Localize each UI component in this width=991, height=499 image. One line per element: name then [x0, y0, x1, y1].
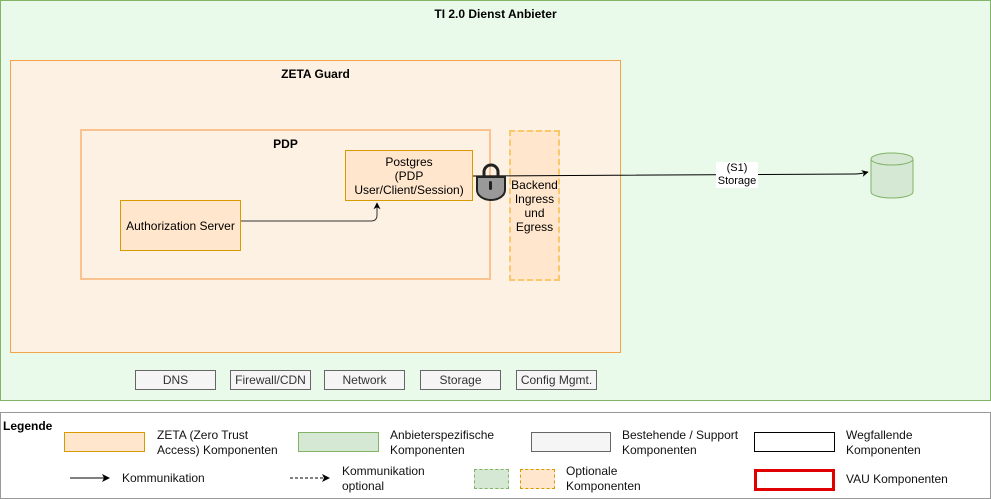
zeta-guard-title: ZETA Guard	[281, 67, 350, 81]
legend-text-vau: VAU Komponenten	[846, 472, 948, 486]
pdp-title: PDP	[273, 137, 298, 151]
padlock-icon	[476, 163, 506, 201]
postgres-label-3: User/Client/Session)	[354, 182, 464, 197]
authorization-server-node[interactable]: Authorization Server	[120, 200, 241, 251]
legend-arrow-dashed-icon	[290, 474, 330, 482]
backend-label-3: und	[524, 205, 545, 220]
legend-swatch-provider	[298, 432, 379, 452]
support-dns-label: DNS	[162, 373, 189, 387]
backend-label-1: Backend	[511, 177, 558, 192]
backend-ingress-egress-node[interactable]: Backend Ingress und Egress	[509, 130, 560, 281]
support-network[interactable]: Network	[324, 370, 405, 390]
legend-swatch-support	[531, 432, 611, 452]
postgres-node[interactable]: Postgres (PDP User/Client/Session)	[345, 150, 473, 201]
support-firewall-cdn[interactable]: Firewall/CDN	[230, 370, 311, 390]
postgres-label-2: (PDP	[394, 168, 424, 183]
provider-title: TI 2.0 Dienst Anbieter	[434, 7, 557, 21]
edge-label-line-1: (S1)	[726, 162, 748, 174]
backend-label-4: Egress	[515, 219, 554, 234]
legend-swatch-optional-orange	[520, 469, 555, 489]
edge-postgres-to-storage[interactable]	[472, 170, 869, 177]
legend-text-communication: Kommunikation	[122, 471, 205, 485]
legend-swatch-vau	[754, 469, 835, 491]
support-storage[interactable]: Storage	[420, 370, 501, 390]
legend-title: Legende	[3, 419, 53, 433]
authorization-server-label: Authorization Server	[126, 218, 235, 233]
support-firewall-cdn-label: Firewall/CDN	[235, 373, 306, 387]
edge-label-line-2: Storage	[717, 175, 757, 187]
support-config-mgmt[interactable]: Config Mgmt.	[516, 370, 597, 390]
support-dns[interactable]: DNS	[135, 370, 216, 390]
legend-swatch-zeta	[64, 432, 145, 452]
edge-auth-to-postgres[interactable]	[241, 202, 381, 222]
edge-label-storage: (S1) Storage	[716, 162, 758, 188]
database-cylinder-icon[interactable]	[870, 152, 914, 199]
legend-swatch-removed	[754, 432, 835, 452]
backend-label-2: Ingress	[514, 191, 555, 206]
legend-swatch-optional-green	[474, 469, 509, 489]
legend-arrow-solid-icon	[70, 474, 110, 482]
support-config-mgmt-label: Config Mgmt.	[520, 373, 593, 387]
support-network-label: Network	[342, 373, 387, 387]
support-storage-label: Storage	[439, 373, 482, 387]
postgres-label-1: Postgres	[385, 154, 433, 169]
